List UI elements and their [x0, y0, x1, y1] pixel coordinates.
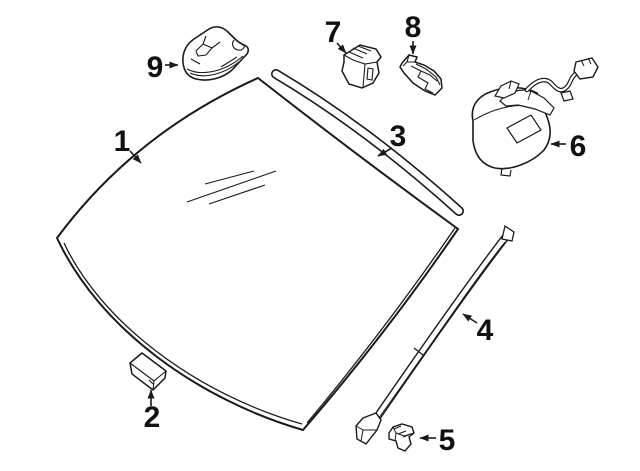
callout-6: 6	[550, 130, 587, 163]
callout-7: 7	[325, 16, 347, 54]
callout-3-label: 3	[390, 120, 407, 153]
glass-reflection-line	[208, 184, 266, 205]
harness-wire-hollow	[525, 70, 580, 92]
clip7-details	[343, 45, 378, 88]
callout-6-label: 6	[570, 130, 587, 163]
cover-lip-lines	[186, 55, 244, 77]
callout-1-arrow	[129, 150, 142, 164]
callout-5: 5	[419, 424, 456, 457]
harness-connector	[573, 57, 599, 80]
sensor-bottom-tab	[500, 167, 512, 177]
spacer-edges	[129, 362, 167, 391]
part-side-molding-strip	[355, 224, 515, 445]
callout-8-label: 8	[405, 11, 422, 44]
clip7-outline	[341, 44, 382, 89]
harness-connector-pins	[580, 57, 592, 67]
callout-2: 2	[144, 389, 161, 434]
part-retainer-clip-8	[399, 54, 443, 96]
windshield-outline	[55, 76, 460, 432]
callout-7-label: 7	[325, 16, 342, 49]
part-rain-sensor-unit	[471, 57, 599, 177]
glass-reflection-line	[186, 170, 277, 203]
side-molding-inner-line	[375, 241, 506, 423]
side-molding-tick	[413, 347, 424, 356]
side-molding-foot-detail	[355, 425, 377, 442]
sensor-bracket-edge	[508, 80, 512, 90]
spacer-outline	[129, 352, 167, 391]
side-molding-hollow	[368, 231, 511, 429]
upper-molding-hollow	[272, 70, 463, 215]
cover-outline	[182, 26, 250, 81]
callout-4-arrow	[462, 313, 478, 324]
part-upper-molding-strip	[271, 69, 464, 216]
callouts: 1 2 3 4 5 6 7 8	[114, 11, 587, 457]
sensor-window	[506, 114, 542, 144]
cover-notch	[232, 39, 245, 51]
sensor-bracket	[494, 80, 520, 99]
glass-thickness-line-bottom-left	[63, 242, 303, 425]
callout-2-label: 2	[144, 401, 161, 434]
callout-9: 9	[147, 51, 179, 84]
harness-wire-clip	[560, 90, 574, 102]
callout-4: 4	[462, 313, 494, 347]
clip8-details	[402, 54, 441, 94]
glass-reflection-line	[204, 170, 255, 185]
cover-ridges	[190, 56, 238, 68]
sensor-mount-arm-edge	[527, 90, 532, 101]
side-molding-top-notch	[501, 224, 515, 242]
callout-5-label: 5	[439, 424, 456, 457]
part-mirror-cover	[182, 26, 250, 81]
part-windshield-glass	[55, 76, 460, 432]
clip5-outline	[388, 423, 415, 452]
part-molding-clip	[388, 423, 415, 452]
callout-1: 1	[114, 125, 142, 164]
callout-8: 8	[405, 11, 422, 55]
callout-1-label: 1	[114, 125, 131, 158]
clip7-slot	[366, 67, 374, 81]
callout-4-label: 4	[477, 314, 494, 347]
callout-3: 3	[377, 120, 407, 157]
callout-9-label: 9	[147, 51, 164, 84]
cover-bracket-detail	[195, 35, 221, 57]
clip8-outline	[399, 54, 443, 96]
clip5-details	[392, 425, 415, 442]
part-spacer-block	[129, 352, 167, 391]
callout-7-arrow	[336, 42, 347, 54]
glass-thickness-line-bottom-right	[306, 227, 456, 424]
callout-3-arrow	[377, 147, 393, 157]
part-retainer-clip-7	[341, 44, 382, 89]
